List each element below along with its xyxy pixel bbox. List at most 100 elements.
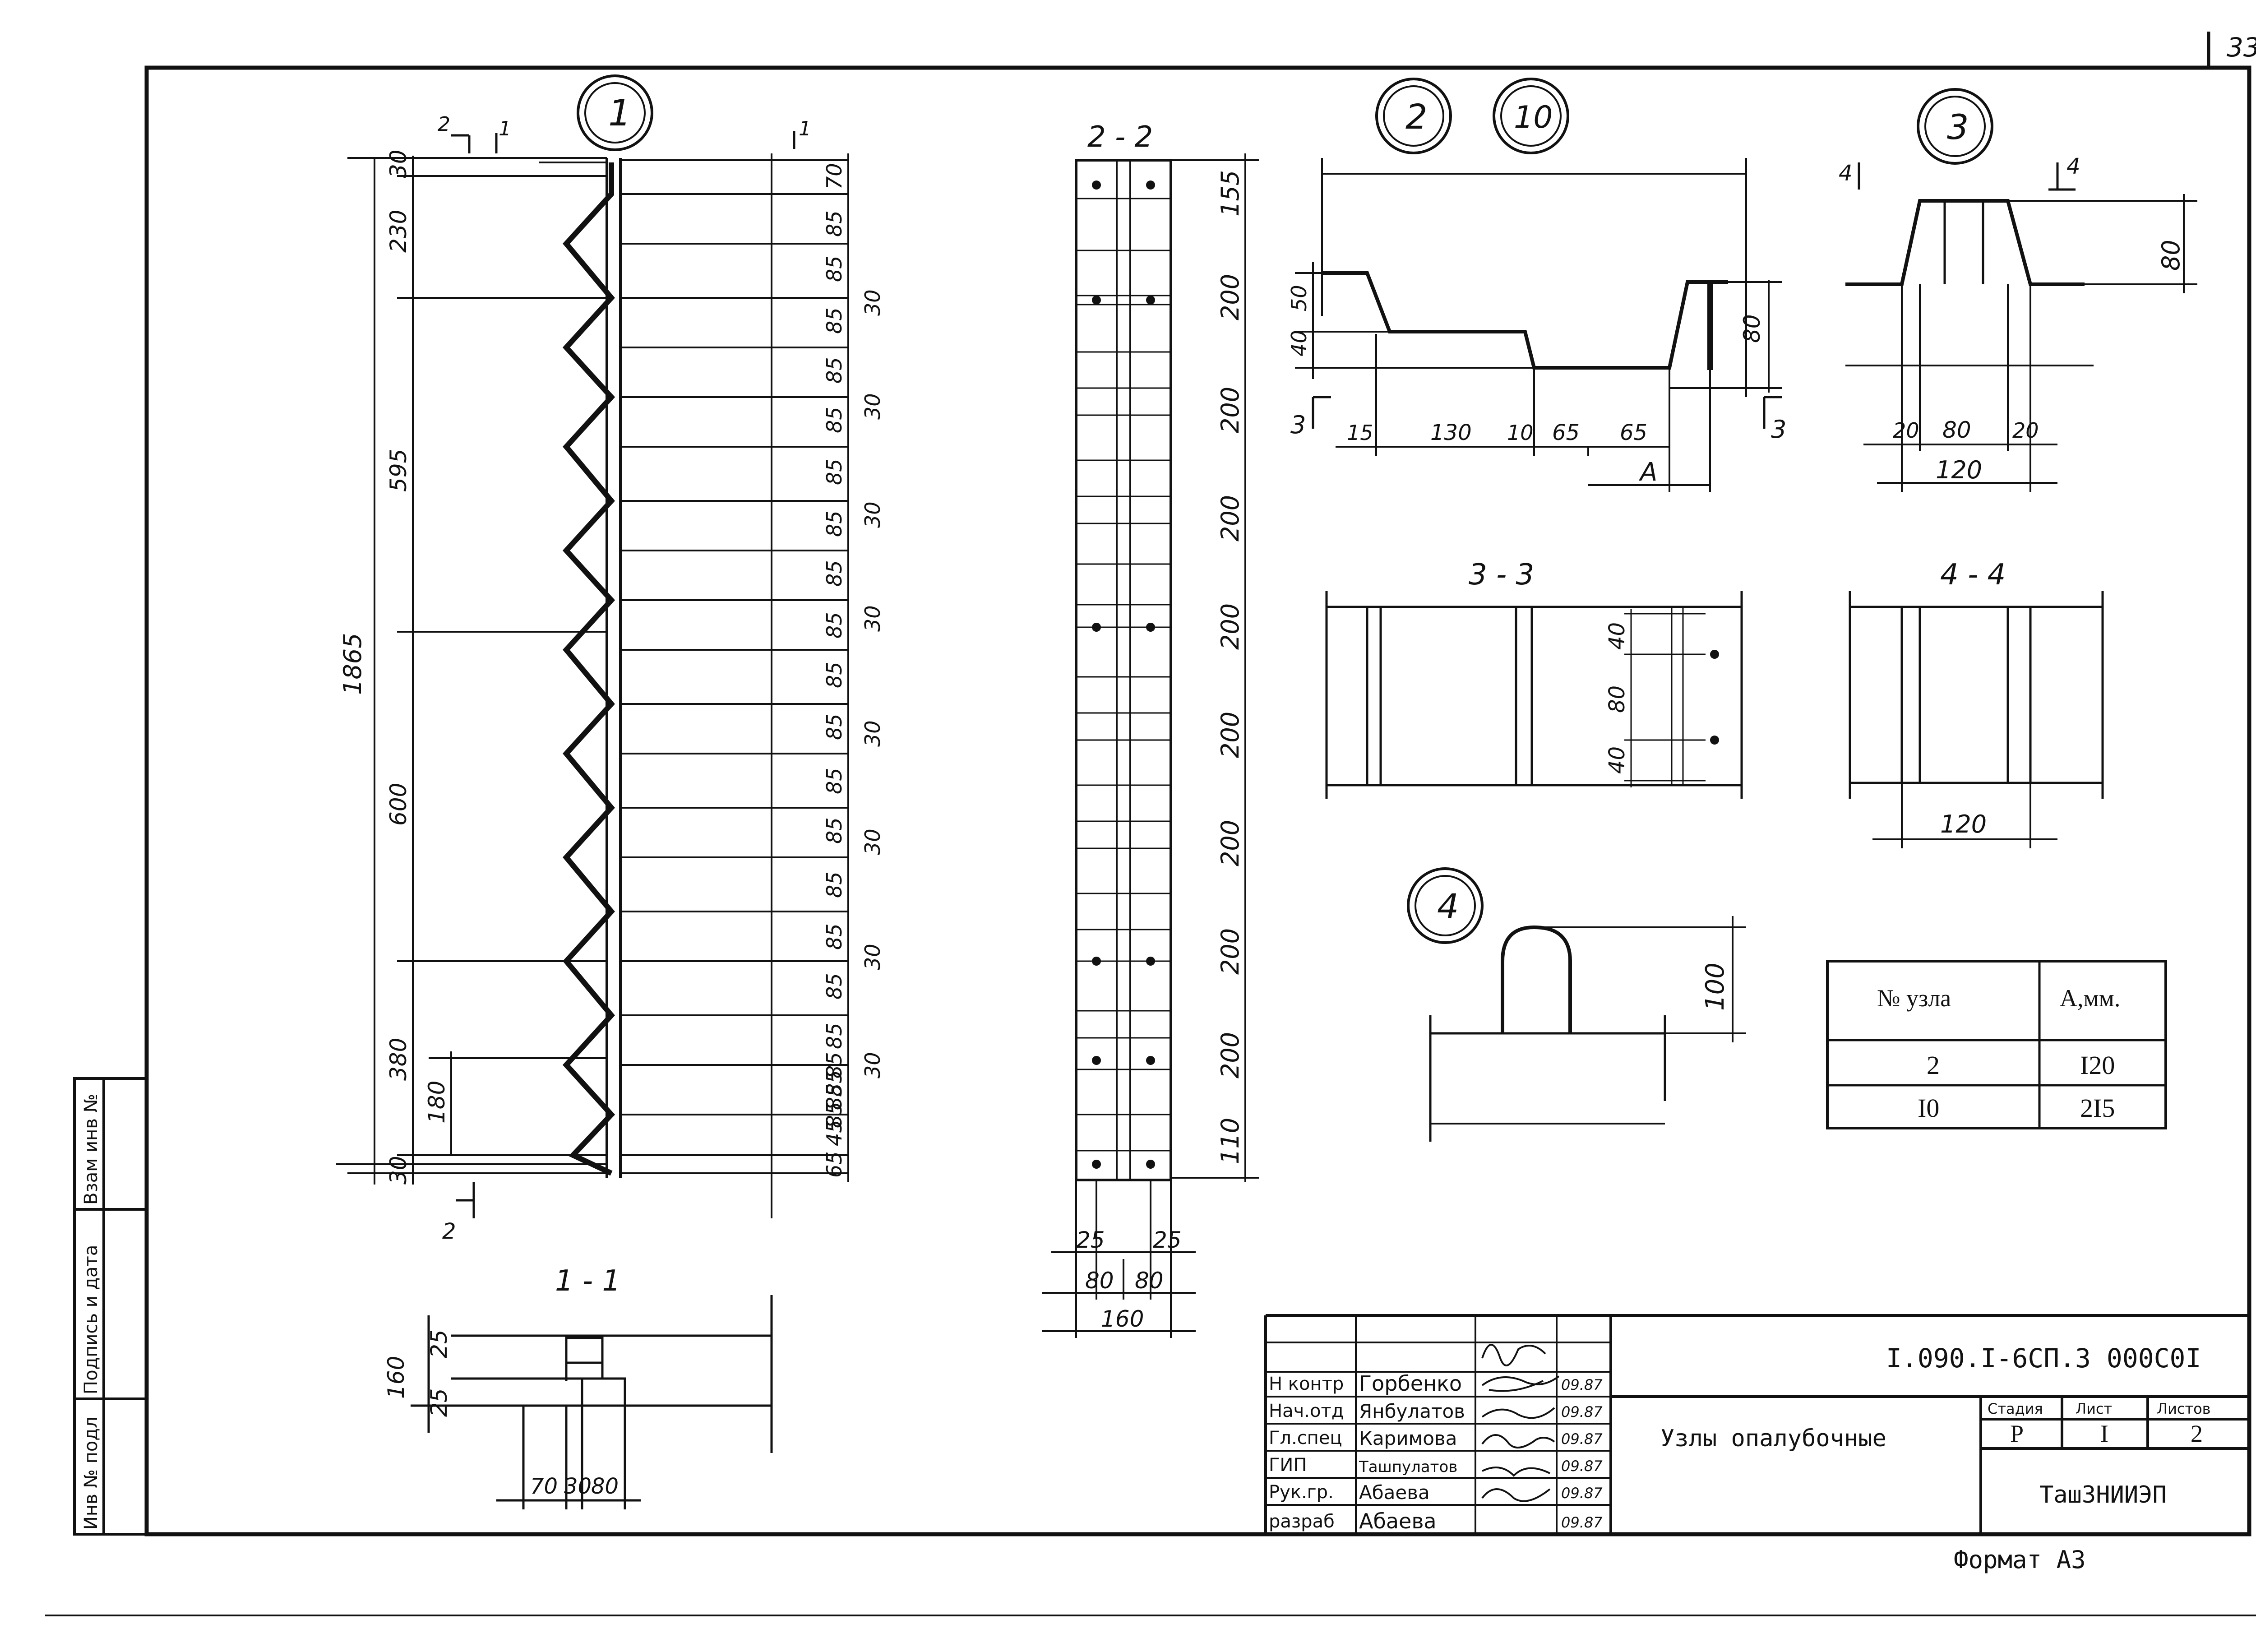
zigzag-profile [562, 162, 615, 1176]
dim-left-30b: 30 [385, 1156, 411, 1185]
dim-right-85-8: 85 [822, 560, 846, 587]
callout-1-label: 1 [608, 92, 631, 134]
dim-22-110: 110 [1216, 1118, 1244, 1164]
section-1-1-title: 1 - 1 [555, 1264, 620, 1298]
tb-date-1: 09.87 [1561, 1403, 1603, 1421]
dim-right-85-16: 85 [822, 973, 846, 1000]
tb-role-4: Рук.гр. [1269, 1482, 1334, 1503]
tb-code: I.090.I-6СП.3 000С0I [1886, 1343, 2201, 1374]
dim-right-85-6: 85 [822, 458, 846, 485]
dim-right-30-3: 30 [860, 501, 885, 528]
callout-3-label: 3 [1947, 107, 1969, 147]
dim-11-160: 160 [383, 1356, 409, 1399]
cut-3-right: 3 [1771, 415, 1786, 444]
dim-right-85-17: 85 [822, 1023, 846, 1049]
dim-right-30-5: 30 [860, 720, 885, 747]
dim-2-65a: 65 [1552, 420, 1580, 445]
tb-stage-value: Р [2010, 1420, 2024, 1447]
dim-left-595: 595 [385, 449, 411, 492]
detail-2: 2 10 50 40 80 15 130 1 [1287, 78, 1786, 492]
table-header-a: A,мм. [2060, 985, 2120, 1012]
dim-right-85-4: 85 [822, 357, 846, 384]
section-2-2-title: 2 - 2 [1087, 120, 1153, 154]
tb-title: Узлы опалубочные [1660, 1425, 1886, 1452]
dim-11-70: 70 [530, 1474, 558, 1499]
detail-4-profile [1501, 925, 1572, 1033]
dim-3-20a: 20 [1893, 418, 1919, 443]
dim-22-b160: 160 [1101, 1306, 1144, 1332]
section-2-2: 2 - 2 [1042, 120, 1259, 1338]
dim-3-80b: 80 [1942, 417, 1971, 443]
cut-2-top: 2 [438, 113, 450, 136]
cut-4-left: 4 [1839, 161, 1853, 186]
callout-10 [1493, 78, 1569, 154]
tb-org: ТашЗНИИЭП [2039, 1481, 2167, 1509]
dim-right-30-1: 30 [860, 289, 885, 316]
dim-22-200-3: 200 [1216, 495, 1244, 541]
stamp-vzam: Взам инв № [81, 1094, 102, 1205]
dim-22-200-8: 200 [1216, 1032, 1244, 1078]
sheet-frame [144, 65, 2251, 1536]
detail-2-profile [1322, 271, 1728, 370]
format-label: Формат A3 [1954, 1546, 2086, 1574]
dim-right-85-2: 85 [822, 255, 846, 282]
dim-left-600: 600 [385, 783, 411, 826]
stamp-podpis: Подпись и дата [81, 1245, 102, 1394]
tb-date-4: 09.87 [1561, 1485, 1603, 1502]
callout-2-label: 2 [1405, 97, 1427, 137]
dim-11-80: 80 [591, 1474, 619, 1499]
tb-role-2: Гл.спец [1269, 1428, 1342, 1448]
side-stamp: Инв № подл Подпись и дата Взам инв № [73, 1077, 148, 1536]
callout-2 [1375, 78, 1452, 154]
dim-right-85-18: 85 [822, 1070, 846, 1097]
dim-33-40b: 40 [1604, 746, 1630, 774]
table-cell-r1-node: 2 [1927, 1050, 1940, 1080]
tb-name-5: Абаева [1359, 1509, 1437, 1533]
table-cell-r1-a: I20 [2080, 1050, 2115, 1080]
dim-right-30-4: 30 [860, 605, 885, 632]
tb-date-2: 09.87 [1561, 1430, 1603, 1448]
tb-date-3: 09.87 [1561, 1458, 1603, 1475]
cut-2-bottom: 2 [442, 1219, 456, 1244]
dim-right-85-7: 85 [822, 510, 846, 537]
dim-33-40a: 40 [1604, 622, 1630, 650]
section-3-3: 3 - 3 40 80 40 [1325, 558, 1743, 799]
tb-name-4: Абаева [1359, 1481, 1430, 1504]
dim-22-200-6: 200 [1216, 820, 1244, 866]
tb-role-5: разраб [1269, 1511, 1335, 1532]
table-header-node: № узла [1877, 985, 1951, 1012]
dim-22-155: 155 [1216, 170, 1244, 217]
cut-3-left: 3 [1290, 411, 1306, 439]
dim-22-200-1: 200 [1216, 274, 1244, 320]
node-table: № узла A,мм. 2 I20 I0 2I5 [1826, 960, 2167, 1129]
tb-name-1: Янбулатов [1359, 1400, 1465, 1422]
dim-left-30a: 30 [385, 149, 411, 178]
dim-2-A: A [1639, 458, 1657, 487]
dim-22-b80b: 80 [1135, 1268, 1164, 1294]
dim-right-85-5: 85 [822, 407, 846, 433]
dim-22-200-7: 200 [1216, 928, 1244, 975]
tb-name-3: Ташпулатов [1359, 1458, 1457, 1476]
dim-right-85-15: 85 [822, 923, 846, 950]
dim-right-30-6: 30 [860, 828, 885, 855]
tb-role-3: ГИП [1269, 1455, 1307, 1476]
dim-right-85-19: 85 [822, 1083, 846, 1110]
tb-date-5: 09.87 [1561, 1514, 1603, 1531]
cut-marks-detail1 [451, 131, 795, 1218]
tb-role-1: Нач.отд [1269, 1401, 1344, 1421]
section-4-4: 4 - 4 120 [1849, 558, 2104, 848]
dim-2-130: 130 [1430, 420, 1472, 445]
tb-name-0: Горбенко [1359, 1371, 1462, 1396]
page-number: 33 [2227, 32, 2256, 63]
dim-left-230: 230 [385, 210, 411, 253]
detail-3: 3 80 20 80 20 120 4 4 [1839, 88, 2197, 492]
cut-4-right: 4 [2066, 154, 2080, 179]
tb-sheet-value: I [2100, 1420, 2108, 1447]
dim-right-30-8: 30 [860, 1052, 885, 1078]
callout-1-outer [577, 74, 653, 151]
dim-right-85-21: 85 [822, 1052, 846, 1078]
tb-role-0: Н контр [1269, 1374, 1344, 1394]
tb-sheet-header: Лист [2076, 1400, 2112, 1417]
tb-sheets-value: 2 [2191, 1420, 2203, 1447]
